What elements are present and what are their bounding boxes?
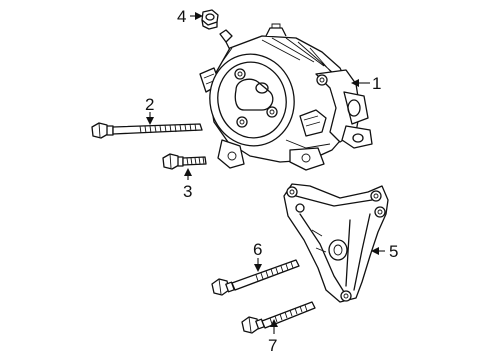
callout-5: 5 [389, 242, 398, 261]
mounting-bracket-5 [283, 183, 389, 303]
leader-4 [190, 12, 203, 20]
bracket-bolt-upper-6 [211, 259, 300, 296]
callout-7: 7 [268, 336, 277, 355]
leader-5 [371, 247, 385, 255]
leader-3 [184, 168, 192, 180]
leader-2 [146, 112, 154, 125]
callout-3: 3 [183, 182, 192, 201]
callout-4: 4 [177, 7, 186, 26]
leader-1 [351, 79, 370, 87]
callout-2: 2 [145, 95, 154, 114]
long-bolt-2 [91, 122, 203, 139]
short-bolt-3 [162, 153, 207, 170]
alternator-1 [199, 23, 373, 171]
bracket-bolt-lower-7 [241, 301, 316, 334]
callout-1: 1 [372, 74, 381, 93]
leader-7 [270, 319, 278, 334]
nut-4 [201, 9, 219, 30]
callout-6: 6 [253, 240, 262, 259]
leader-6 [254, 258, 262, 272]
